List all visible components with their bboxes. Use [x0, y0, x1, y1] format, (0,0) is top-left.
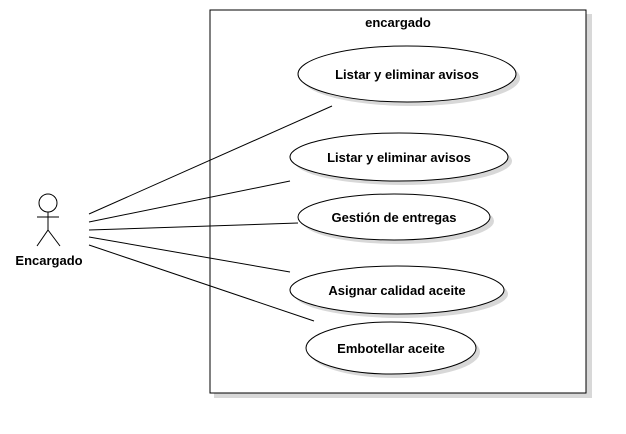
actor-name: Encargado: [15, 253, 82, 268]
associations: [88, 105, 333, 322]
association-line-2[interactable]: [88, 180, 291, 223]
actor-head: [38, 193, 58, 213]
use-case-listar-eliminar-avisos-2[interactable]: Listar y eliminar avisos: [289, 132, 512, 185]
association-line-4[interactable]: [88, 236, 291, 273]
use-case-label: Asignar calidad aceite: [328, 283, 465, 298]
actor-right-leg: [47, 229, 61, 247]
use-case-ellipse: [305, 321, 477, 375]
use-case-label: Listar y eliminar avisos: [327, 150, 471, 165]
association-line-3[interactable]: [88, 222, 299, 231]
use-case-ellipse: [297, 45, 517, 103]
use-case-listar-eliminar-avisos-1[interactable]: Listar y eliminar avisos: [297, 45, 520, 106]
actor-stick-figure-icon: [36, 193, 61, 247]
association-line-1[interactable]: [88, 105, 333, 215]
use-case-ellipse: [289, 265, 505, 315]
association-line-5[interactable]: [88, 244, 315, 322]
use-case-label: Embotellar aceite: [337, 341, 445, 356]
use-case-ellipse: [297, 193, 491, 241]
use-case-ellipse: [289, 132, 509, 182]
system-title: encargado: [365, 15, 431, 30]
use-case-gestion-entregas[interactable]: Gestión de entregas: [297, 193, 494, 244]
actor-left-leg: [36, 229, 49, 247]
actor-encargado[interactable]: Encargado: [15, 193, 83, 268]
use-case-label: Gestión de entregas: [332, 210, 457, 225]
use-case-label: Listar y eliminar avisos: [335, 67, 479, 82]
use-case-embotellar-aceite[interactable]: Embotellar aceite: [305, 321, 480, 378]
use-case-asignar-calidad-aceite[interactable]: Asignar calidad aceite: [289, 265, 508, 318]
